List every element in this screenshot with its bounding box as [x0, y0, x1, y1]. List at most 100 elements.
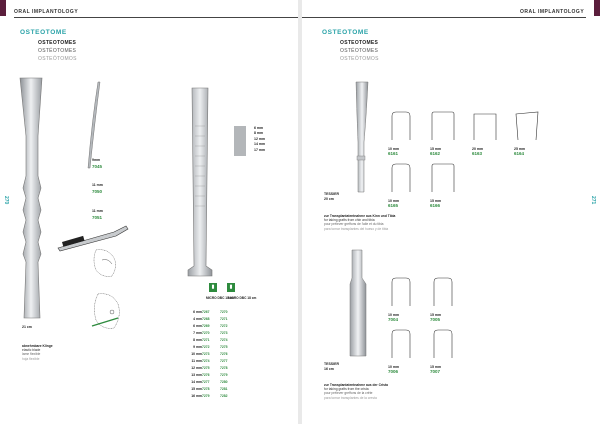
model-name: TESSIER	[324, 362, 339, 366]
blade-size: 10 mm	[388, 199, 400, 203]
blade-tip-image	[431, 111, 455, 140]
item-code: 7050	[92, 189, 103, 194]
table-header-a: MICRO DBC 18 cm	[206, 296, 235, 300]
blade-size: 10 mm	[388, 147, 400, 151]
face-sketch-icon	[91, 293, 120, 329]
blade-tip-image	[433, 277, 453, 306]
blade-code: 7006	[388, 369, 399, 374]
table-size-cell: 14 mm	[191, 379, 202, 384]
blade-size: 15 mm	[430, 147, 442, 151]
table-code-b: 7270	[220, 309, 228, 314]
running-head: ORAL IMPLANTOLOGY	[520, 9, 585, 15]
table-size-cell: 10 mm	[191, 351, 202, 356]
lower-caption: zur Transplantatentnahme aus der Crista …	[324, 383, 388, 400]
item-code: 7051	[92, 215, 103, 220]
file-sizes: 6 mm 8 mm 12 mm 14 mm 17 mm	[254, 126, 265, 153]
instrument-icon: ▮	[209, 283, 217, 292]
blade-tip-image	[431, 163, 455, 192]
table-code-b: 7277	[220, 358, 228, 363]
table-code-a: 7268	[202, 316, 210, 321]
tessier-osteotome-image	[349, 249, 367, 357]
table-size-cell: 13 mm	[191, 372, 202, 377]
table-code-a: 7267	[202, 309, 210, 314]
blade-code: 6161	[388, 151, 399, 156]
table-code-b: 7271	[220, 316, 228, 321]
table-code-b: 7278	[220, 365, 228, 370]
blade-tip-image	[391, 277, 411, 306]
file-size: 14 mm	[254, 142, 266, 147]
blade-tip-image	[391, 329, 411, 358]
bone-file-instrument-image	[187, 87, 213, 277]
curved-blade-image	[87, 81, 101, 169]
table-size-cell: 7 mm	[193, 330, 202, 335]
caption-fr: lame flexible	[22, 352, 41, 357]
blade-size: 15 mm	[430, 313, 442, 317]
right-page: ORAL IMPLANTOLOGY OSTEOTOME OSTEOTOMES O…	[302, 0, 600, 424]
table-icons: ▮ ▮	[209, 283, 235, 292]
table-code-a: 7277	[202, 379, 210, 384]
blade-code: 7005	[430, 317, 441, 322]
left-page: ORAL IMPLANTOLOGY OSTEOTOME OSTEOTOMES O…	[0, 0, 298, 424]
model-name: TESSIER	[324, 192, 339, 196]
table-code-a: 7269	[202, 323, 210, 328]
caption-de: zur Transplantatentnahme aus der Crista	[324, 383, 388, 387]
table-size-cell: 9 mm	[193, 344, 202, 349]
caption: abnehmbare Klinge elastic blade lame fle…	[22, 344, 53, 361]
table-code-a: 7273	[202, 351, 210, 356]
blade-code: 6166	[430, 203, 441, 208]
table-size-cell: 12 mm	[191, 365, 202, 370]
gutter	[298, 0, 302, 424]
file-size: 8 mm	[254, 131, 264, 136]
blade-tip-image	[515, 111, 539, 141]
table-code-b: 7273	[220, 330, 228, 335]
table-code-a: 7271	[202, 337, 210, 342]
caption-en: elastic blade	[22, 348, 41, 353]
caption-fr: pour prélever greffons de la crête	[324, 391, 373, 396]
table-size-cell: 6 mm	[193, 323, 202, 328]
blade-code: 6162	[430, 151, 441, 156]
table-code-b: 7276	[220, 351, 228, 356]
item-size: 11 mm	[92, 209, 103, 213]
table-code-a: 7272	[202, 344, 210, 349]
size-chip-strip	[234, 126, 246, 156]
file-size: 17 mm	[254, 147, 266, 152]
file-size: 6 mm	[254, 126, 264, 130]
blade-tip-image	[391, 163, 411, 192]
table-size-cell: 16 mm	[191, 393, 202, 398]
blade-size: 10 mm	[388, 365, 400, 369]
length-label: 21 cm	[22, 325, 32, 329]
small-osteotome-image	[57, 225, 129, 252]
blade-size: 10 mm	[388, 313, 400, 317]
osteotome-instrument-image	[19, 77, 43, 319]
subtitle-en: OSTEOTOMES	[38, 40, 77, 46]
blade-size: 15 mm	[430, 365, 442, 369]
caption-es: para tomar transplantes del hueso y de t…	[324, 226, 389, 231]
blade-size: 20 mm	[472, 147, 484, 151]
table-code-a: 7276	[202, 372, 210, 377]
section-title: OSTEOTOME	[20, 29, 67, 36]
subtitle-fr: OSTÉOTOMES	[340, 48, 379, 54]
table-code-a: 7278	[202, 386, 210, 391]
caption-de: zur Transplantatentnahme aus Kinn und Ti…	[324, 214, 396, 218]
table-code-b: 7281	[220, 386, 228, 391]
subtitle-es: OSTEÓTOMOS	[38, 56, 77, 62]
table-size-cell: 4 mm	[193, 316, 202, 321]
upper-caption: zur Transplantatentnahme aus Kinn und Ti…	[324, 214, 395, 231]
blade-size: 25 mm	[514, 147, 526, 151]
